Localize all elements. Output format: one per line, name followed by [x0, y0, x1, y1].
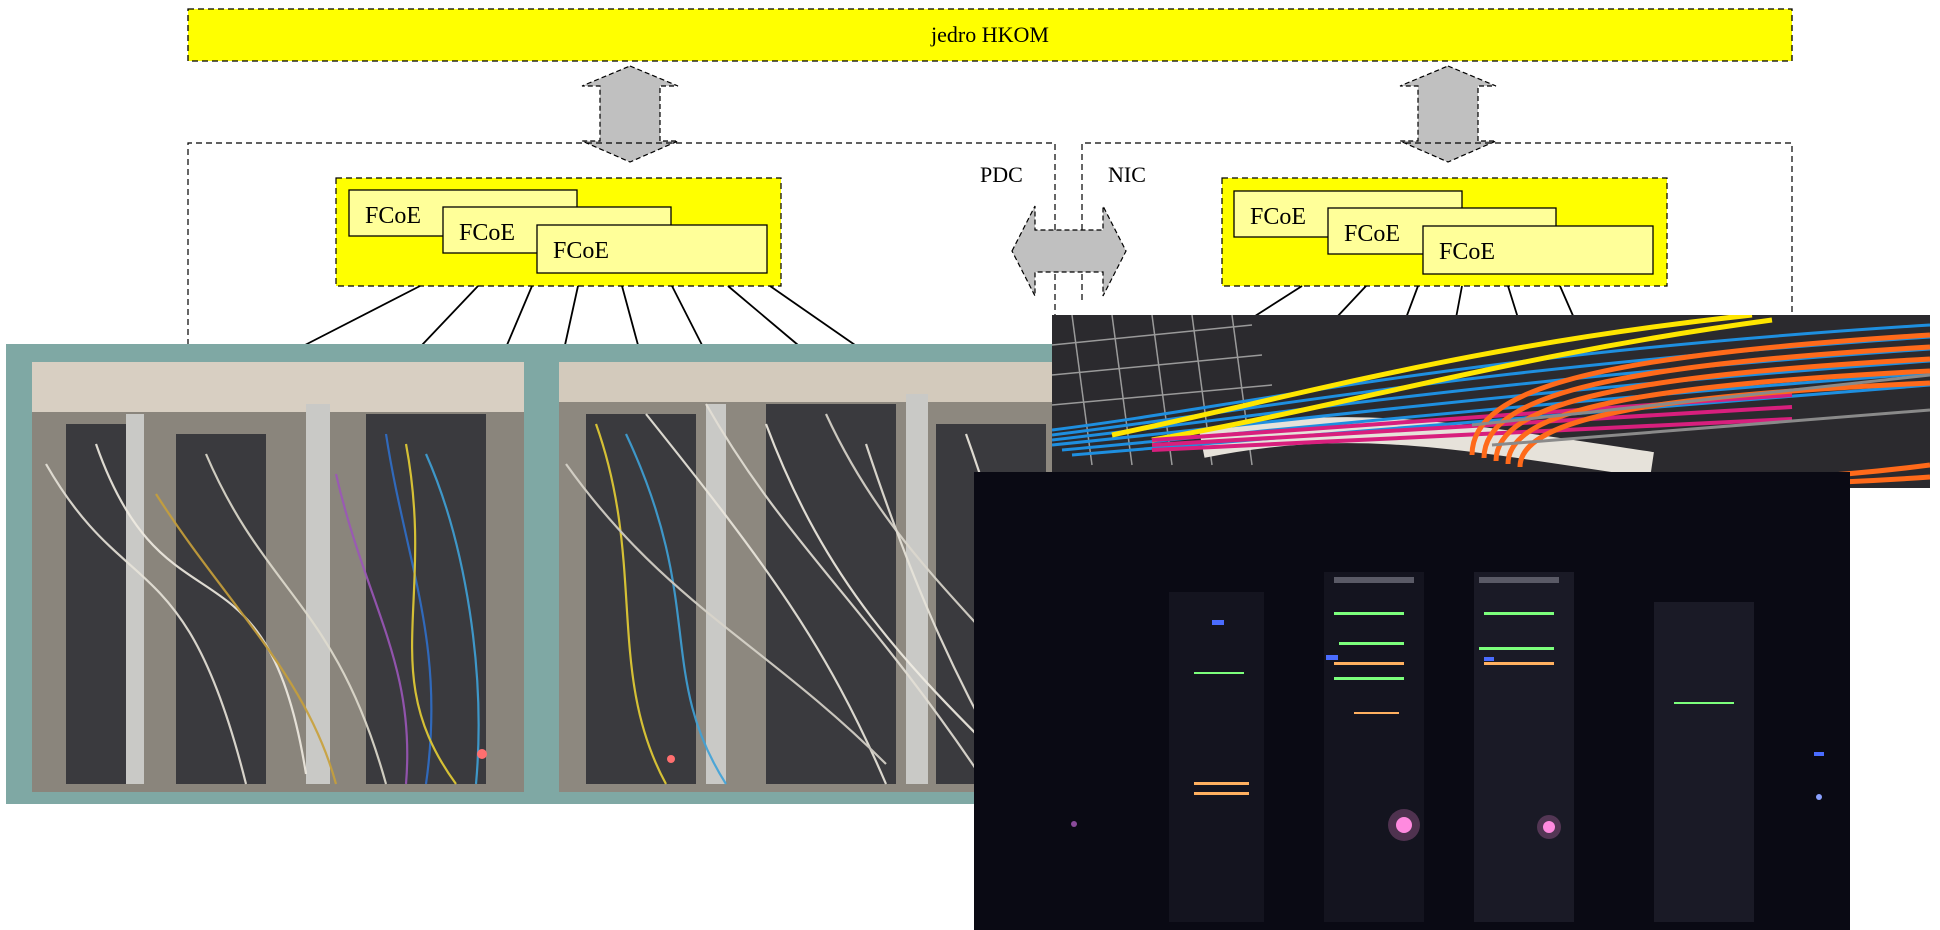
- nic-uplink-arrow: [1399, 65, 1497, 163]
- dark-server-room-photo: [974, 472, 1850, 930]
- nic-fcoe-label-2: FCoE: [1344, 221, 1400, 247]
- inter-site-arrow: [1011, 205, 1127, 297]
- core-label: jedro HKOM: [930, 22, 1049, 47]
- pdc-fcoe-label-3: FCoE: [553, 238, 609, 264]
- nic-site-box: [1081, 142, 1793, 315]
- nic-fcoe-card-3: [1422, 225, 1654, 275]
- pdc-fcoe-label-2: FCoE: [459, 220, 515, 246]
- pdc-site-label: PDC: [980, 162, 1023, 187]
- nic-site-label: NIC: [1108, 162, 1146, 187]
- cabling-racks-photo: [6, 344, 1060, 804]
- pdc-fanout-lines: [304, 285, 856, 346]
- pdc-uplink-arrow: [581, 65, 679, 163]
- nic-fcoe-label-1: FCoE: [1250, 204, 1306, 230]
- pdc-fcoe-label-1: FCoE: [365, 203, 421, 229]
- nic-fcoe-label-3: FCoE: [1439, 239, 1495, 265]
- nic-fanout-lines: [1251, 285, 1575, 319]
- fiber-tray-photo: [1052, 315, 1930, 488]
- pdc-fcoe-card-3: [536, 224, 768, 274]
- core-box: [187, 8, 1793, 62]
